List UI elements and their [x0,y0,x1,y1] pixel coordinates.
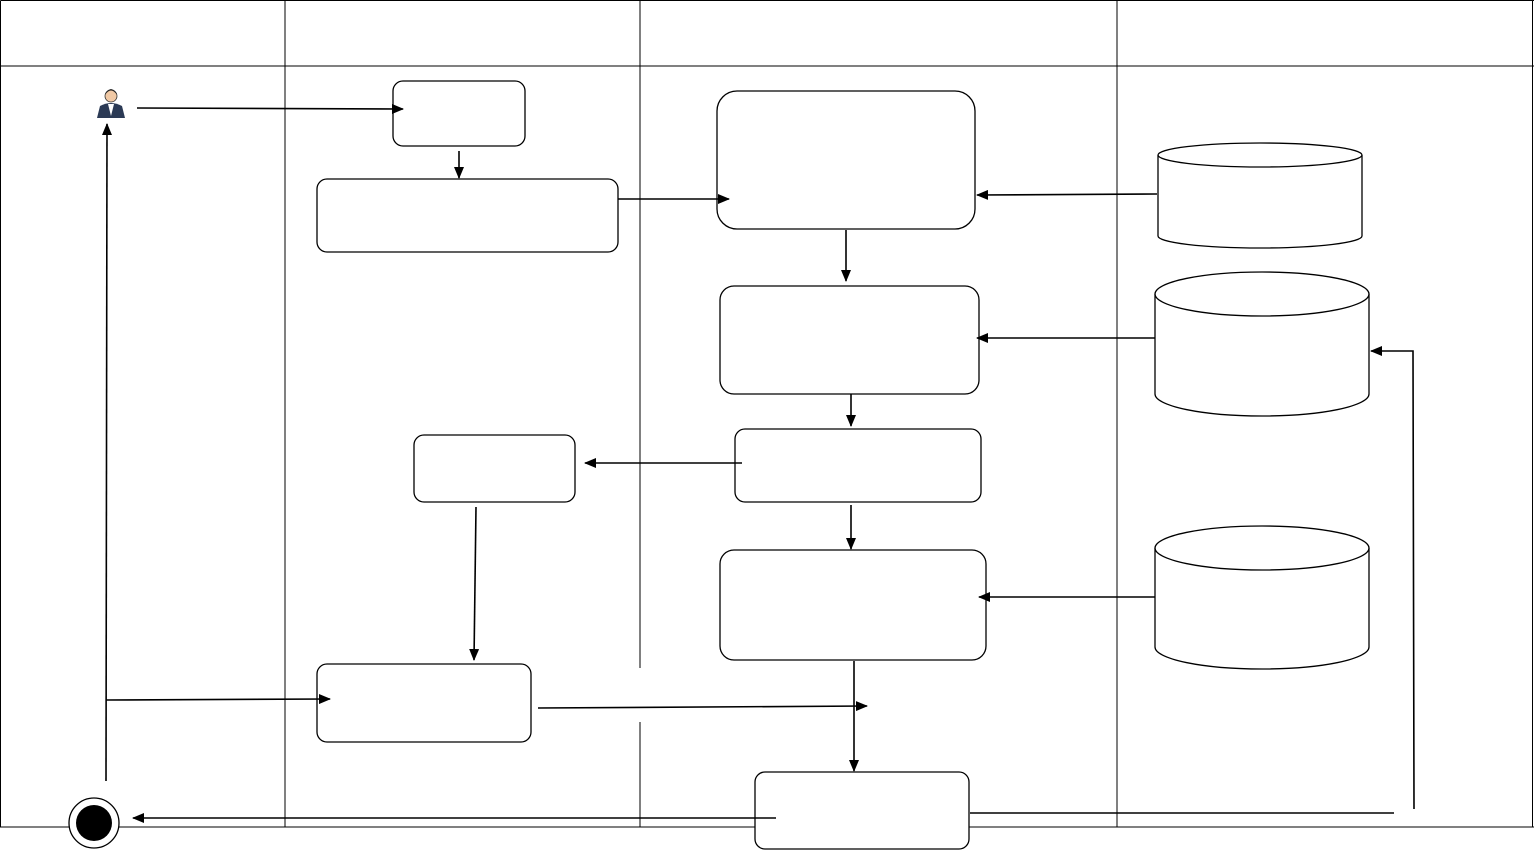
edge-actor-to-g [105,694,331,705]
process-box-g [316,663,532,743]
edge-loop-to-db2 [1370,346,1415,810]
process-box-c [716,90,976,230]
process-box-e [734,428,982,503]
process-box-b [316,178,619,253]
datastore-3 [1154,525,1370,670]
process-box-f [413,434,576,503]
process-box-d [719,285,980,395]
datastore-2 [1154,271,1370,417]
edge-f-to-g [469,506,480,661]
edge-actor-to-a [136,103,404,114]
swimlane-frame [0,0,1534,828]
datastore-1 [1157,142,1363,249]
edge-g-to-h [537,701,868,712]
final-node [68,797,120,849]
edge-db1-to-c [976,189,1158,200]
edge-end-to-actor [101,123,112,782]
process-box-j [754,771,970,850]
user-icon [97,89,125,118]
process-box-h [719,549,987,661]
process-box-a [392,80,526,147]
